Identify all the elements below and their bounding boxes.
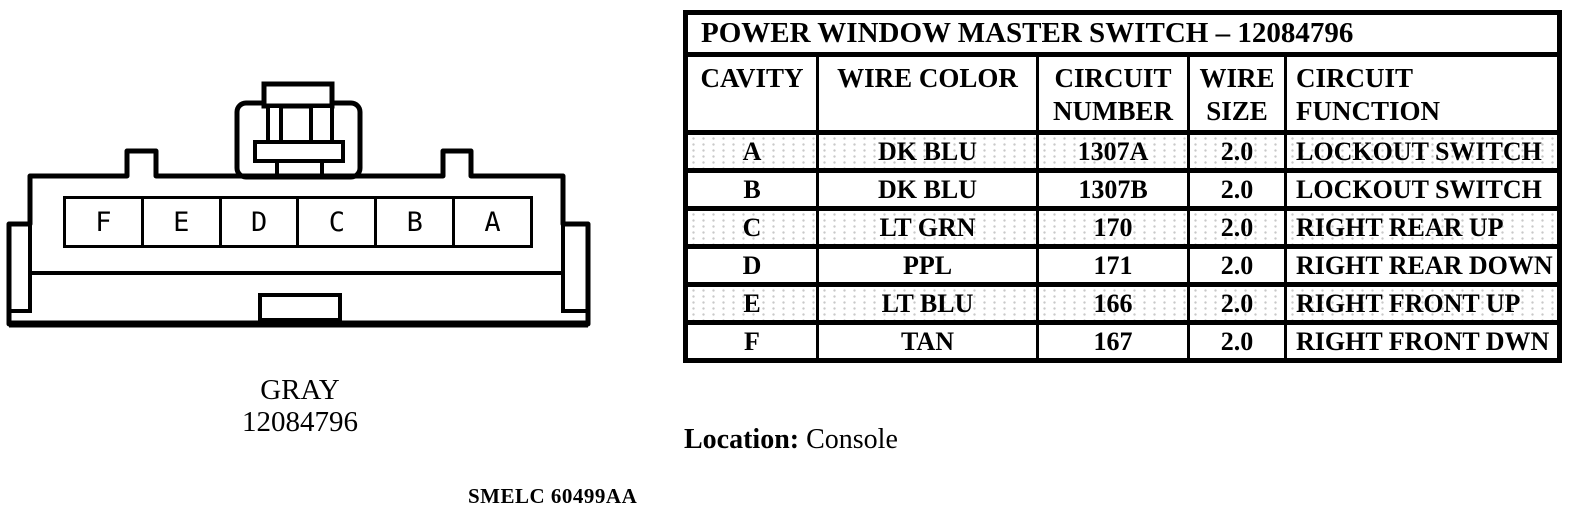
column-header-cavity: CAVITY xyxy=(684,52,819,135)
cell-cavity: F xyxy=(684,320,819,363)
cell-wire-size: 2.0 xyxy=(1187,130,1287,173)
latch-arm-left xyxy=(266,104,283,146)
table-row: F TAN 167 2.0 RIGHT FRONT DWN xyxy=(684,320,1562,363)
cell-circuit-function: LOCKOUT SWITCH xyxy=(1283,168,1562,211)
cavity-cell: A xyxy=(452,199,530,245)
footer-code: SMELC 60499AA xyxy=(468,484,638,508)
cell-circuit-number: 171 xyxy=(1036,244,1190,287)
cavity-cell: E xyxy=(140,199,219,245)
cell-wire-size: 2.0 xyxy=(1187,282,1287,325)
ear-inner-right xyxy=(561,224,588,313)
cavity-cell: F xyxy=(66,199,141,245)
cavity-label: E xyxy=(173,206,190,238)
cell-circuit-function: RIGHT REAR UP xyxy=(1283,206,1562,249)
cell-circuit-function: RIGHT FRONT DWN xyxy=(1283,320,1562,363)
cavity-cell: B xyxy=(374,199,452,245)
column-header-row: CAVITY WIRE COLOR CIRCUIT NUMBER WIRE SI… xyxy=(684,52,1562,135)
wire-table-container: POWER WINDOW MASTER SWITCH – 12084796 CA… xyxy=(683,10,1563,363)
connector-part-number: 12084796 xyxy=(242,406,358,438)
connector-caption: GRAY 12084796 xyxy=(190,374,410,438)
latch-bar xyxy=(253,140,345,163)
cavity-label: C xyxy=(328,206,346,238)
cell-wire-color: TAN xyxy=(816,320,1039,363)
latch-arm-right xyxy=(309,104,334,146)
cell-circuit-function: RIGHT FRONT UP xyxy=(1283,282,1562,325)
cell-wire-size: 2.0 xyxy=(1187,168,1287,211)
column-header-wire-color: WIRE COLOR xyxy=(816,52,1039,135)
cell-circuit-number: 166 xyxy=(1036,282,1190,325)
table-row: E LT BLU 166 2.0 RIGHT FRONT UP xyxy=(684,282,1562,325)
wire-table-body: A DK BLU 1307A 2.0 LOCKOUT SWITCH B DK B… xyxy=(684,130,1562,363)
wire-table: POWER WINDOW MASTER SWITCH – 12084796 CA… xyxy=(683,10,1563,363)
latch-top-tab xyxy=(261,81,335,109)
cavity-label: D xyxy=(250,206,268,238)
connector-diagram xyxy=(6,81,591,328)
table-row: C LT GRN 170 2.0 RIGHT REAR UP xyxy=(684,206,1562,249)
cell-circuit-number: 170 xyxy=(1036,206,1190,249)
cell-wire-size: 2.0 xyxy=(1187,206,1287,249)
cavity-cell: D xyxy=(218,199,297,245)
cell-circuit-function: LOCKOUT SWITCH xyxy=(1283,130,1562,173)
column-header-circuit-number: CIRCUIT NUMBER xyxy=(1036,52,1190,135)
bottom-keyway xyxy=(258,293,342,322)
cell-wire-color: DK BLU xyxy=(816,130,1039,173)
title-row: POWER WINDOW MASTER SWITCH – 12084796 xyxy=(683,10,1562,57)
cell-wire-color: PPL xyxy=(816,244,1039,287)
table-row: B DK BLU 1307B 2.0 LOCKOUT SWITCH xyxy=(684,168,1562,211)
cavity-label: F xyxy=(95,206,112,238)
cavity-label: A xyxy=(484,206,501,238)
cell-cavity: C xyxy=(684,206,819,249)
cavity-cell: C xyxy=(296,199,374,245)
table-title: POWER WINDOW MASTER SWITCH – 12084796 xyxy=(683,10,1562,57)
location-value: Console xyxy=(806,424,898,455)
table-row: D PPL 171 2.0 RIGHT REAR DOWN xyxy=(684,244,1562,287)
cell-circuit-number: 1307A xyxy=(1036,130,1190,173)
table-row: A DK BLU 1307A 2.0 LOCKOUT SWITCH xyxy=(684,130,1562,173)
column-header-circuit-function: CIRCUIT FUNCTION xyxy=(1283,52,1562,135)
cell-circuit-function: RIGHT REAR DOWN xyxy=(1283,244,1562,287)
cavity-row: F E D C B A xyxy=(63,196,533,248)
ear-inner-left xyxy=(9,224,32,313)
cavity-label: B xyxy=(406,206,423,238)
column-header-wire-size: WIRE SIZE xyxy=(1187,52,1287,135)
cell-wire-color: DK BLU xyxy=(816,168,1039,211)
cell-circuit-number: 1307B xyxy=(1036,168,1190,211)
cell-cavity: A xyxy=(684,130,819,173)
cell-cavity: D xyxy=(684,244,819,287)
cell-wire-color: LT GRN xyxy=(816,206,1039,249)
location-label: Location: xyxy=(684,424,800,455)
cell-cavity: E xyxy=(684,282,819,325)
cell-wire-color: LT BLU xyxy=(816,282,1039,325)
cell-cavity: B xyxy=(684,168,819,211)
cell-wire-size: 2.0 xyxy=(1187,320,1287,363)
connector-color-label: GRAY xyxy=(260,374,340,406)
cell-circuit-number: 167 xyxy=(1036,320,1190,363)
cell-wire-size: 2.0 xyxy=(1187,244,1287,287)
location-line: Location: Console xyxy=(684,424,898,456)
